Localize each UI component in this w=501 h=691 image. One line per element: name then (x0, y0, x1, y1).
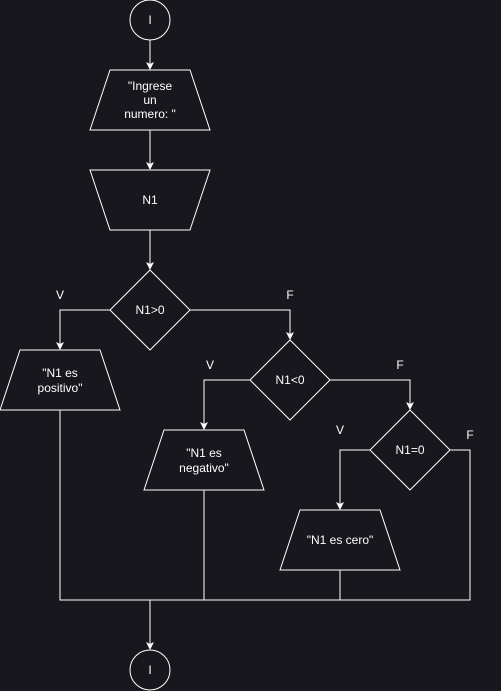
output-positive-line-2: positivo" (38, 381, 83, 395)
input-prompt-line-2: un (143, 93, 156, 107)
decision-negative-node: N1<0 (249, 339, 331, 421)
decision-zero-label: N1=0 (395, 443, 424, 457)
edge-negative-false (330, 379, 414, 410)
edge-zero-false (150, 449, 471, 601)
input-prompt-line-3: numero: " (124, 107, 176, 121)
output-positive-line-1: "N1 es (42, 366, 78, 380)
input-prompt-line-1: "Ingrese (128, 79, 173, 93)
output-negative-line-1: "N1 es (186, 446, 222, 460)
read-n1-node: N1 (89, 169, 211, 231)
edges (56, 40, 471, 650)
output-zero-label: "N1 es cero" (307, 533, 374, 547)
input-prompt-node: "Ingrese un numero: " (89, 69, 211, 131)
start-label: I (148, 13, 151, 27)
decision-positive-label: N1>0 (135, 303, 164, 317)
start-node: I (129, 0, 171, 41)
end-node: I (129, 649, 171, 691)
edge-positive-output-merge (59, 410, 150, 601)
output-negative-node: "N1 es negativo" (143, 429, 265, 491)
edge-negative-true (200, 379, 250, 430)
read-n1-label: N1 (142, 193, 158, 207)
decision-zero-node: N1=0 (369, 409, 451, 491)
branch-negative-false: F (396, 358, 403, 372)
branch-labels: V F V F V F (56, 288, 474, 442)
decision-negative-label: N1<0 (275, 373, 304, 387)
output-negative-line-2: negativo" (179, 461, 229, 475)
branch-negative-true: V (206, 358, 214, 372)
end-label: I (148, 663, 151, 677)
edge-positive-false (190, 309, 294, 340)
branch-positive-false: F (286, 288, 293, 302)
branch-positive-true: V (56, 288, 64, 302)
branch-zero-false: F (466, 428, 473, 442)
edge-positive-true (56, 309, 110, 350)
decision-positive-node: N1>0 (109, 269, 191, 351)
output-positive-node: "N1 es positivo" (0, 349, 121, 411)
output-zero-node: "N1 es cero" (279, 509, 401, 571)
branch-zero-true: V (336, 423, 344, 437)
edge-zero-true (336, 449, 370, 510)
